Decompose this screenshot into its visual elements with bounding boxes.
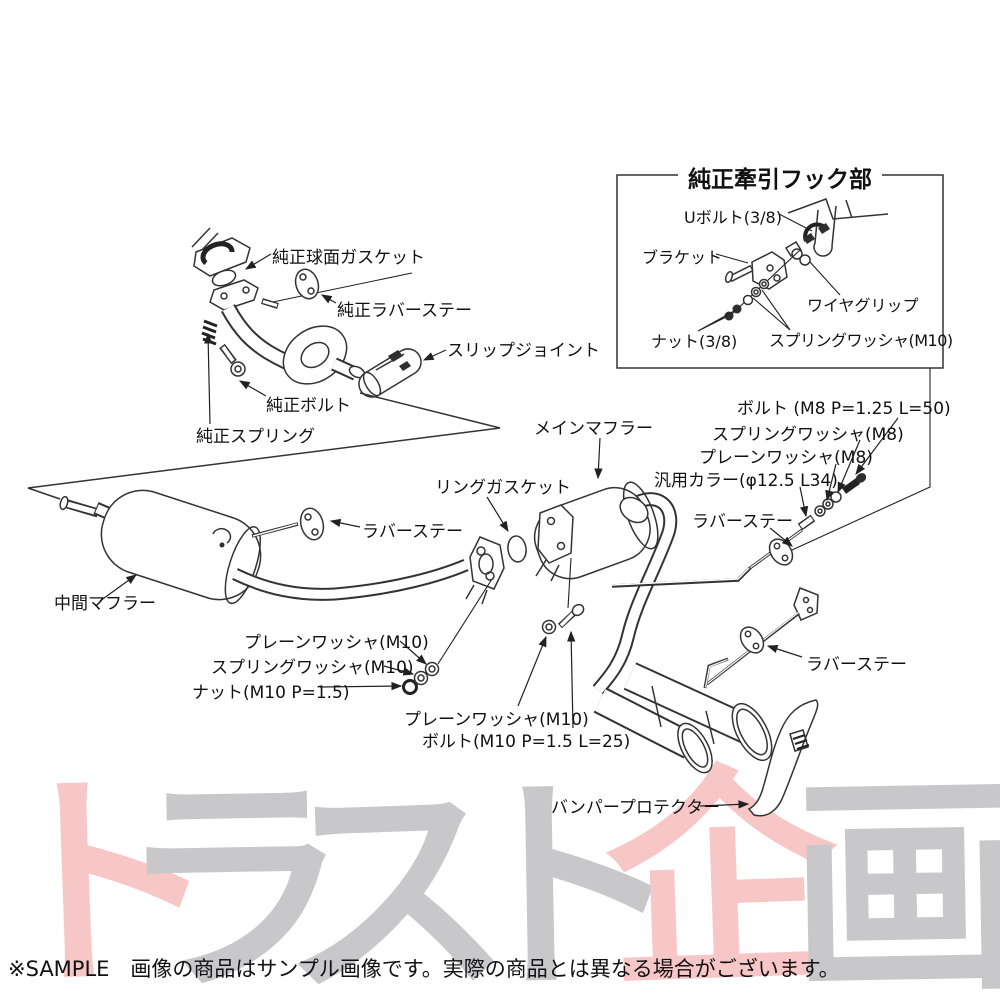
label-plain-washer-m10-left: プレーンワッシャ(M10) xyxy=(244,633,429,653)
label-rubber-stay-right-upper: ラバーステー xyxy=(692,512,793,532)
inset-title: 純正牽引フック部 xyxy=(617,160,943,194)
label-bracket: ブラケット xyxy=(642,248,723,267)
m10-bolt-group xyxy=(541,557,585,635)
label-main-muffler: メインマフラー xyxy=(534,419,653,439)
inset-box-group xyxy=(616,174,944,551)
label-spring-washer-m10-left: スプリングワッシャ(M10) xyxy=(211,658,414,678)
m10-nut-group xyxy=(402,578,493,695)
label-oem-spherical-gasket: 純正球面ガスケット xyxy=(272,248,425,268)
label-oem-rubber-stay: 純正ラバーステー xyxy=(337,301,472,321)
label-rubber-stay-right-lower: ラバーステー xyxy=(806,655,907,675)
tail-hanger-group xyxy=(703,587,819,689)
label-ring-gasket: リングガスケット xyxy=(435,478,571,498)
sample-disclaimer: ※SAMPLE 画像の商品はサンプル画像です。実際の商品とは異なる場合がございま… xyxy=(8,957,840,981)
label-bolt-m10: ボルト(M10 P=1.5 L=25) xyxy=(422,732,631,752)
front-pipe-group xyxy=(191,227,422,398)
middle-muffler-group xyxy=(59,489,469,605)
label-plain-washer-m10-bottom: プレーンワッシャ(M10) xyxy=(404,710,589,730)
label-u-bolt: Uボルト(3/8) xyxy=(684,208,782,227)
label-oem-spring: 純正スプリング xyxy=(196,427,315,447)
label-plain-washer-m8: プレーンワッシャ(M8) xyxy=(699,448,873,468)
label-nut-38: ナット(3/8) xyxy=(651,332,738,351)
bumper-protector-group xyxy=(747,699,819,817)
mid-flange-group xyxy=(465,535,527,605)
label-oem-bolt: 純正ボルト xyxy=(266,396,351,416)
tail-tips-group xyxy=(593,662,773,774)
label-wire-grip: ワイヤグリップ xyxy=(807,296,919,315)
label-nut-m10: ナット(M10 P=1.5) xyxy=(192,683,350,703)
label-bumper-protector: バンパープロテクター xyxy=(551,798,721,818)
label-bolt-m8: ボルト (M8 P=1.25 L=50) xyxy=(737,399,951,419)
label-universal-collar: 汎用カラー(φ12.5 L34) xyxy=(654,471,838,491)
main-muffler-group xyxy=(533,473,867,695)
label-spring-washer-m8: スプリングワッシャ(M8) xyxy=(712,425,904,445)
label-rubber-stay-left: ラバーステー xyxy=(362,522,463,542)
label-slip-joint: スリップジョイント xyxy=(447,341,600,361)
label-middle-muffler: 中間マフラー xyxy=(54,594,156,614)
label-spring-washer-m10-inset: スプリングワッシャ(M10) xyxy=(769,331,953,350)
leader-arrows xyxy=(99,253,899,809)
